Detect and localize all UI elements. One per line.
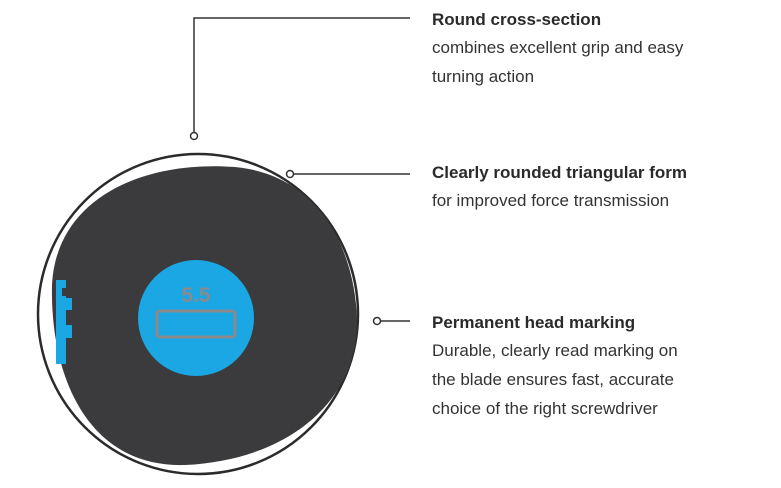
leader-dot-round-cross-section bbox=[189, 131, 199, 141]
callout-description-line: the blade ensures fast, accurate bbox=[432, 370, 674, 389]
leader-dot-head-marking bbox=[372, 316, 382, 326]
callout-description-line: choice of the right screwdriver bbox=[432, 399, 658, 418]
callout-head-marking: Permanent head marking Durable, clearly … bbox=[432, 310, 772, 423]
leader-dot-triangular-form bbox=[285, 169, 295, 179]
side-grip-mark-notch bbox=[62, 288, 66, 296]
head-marking-disc bbox=[138, 260, 254, 376]
leader-line-round-cross-section bbox=[193, 17, 410, 132]
marking-label-frame bbox=[155, 309, 237, 339]
callout-title: Clearly rounded triangular form bbox=[432, 163, 688, 182]
size-marking-text: 5.5 bbox=[181, 284, 211, 307]
callout-title: Permanent head marking bbox=[432, 313, 636, 332]
callout-title: Round cross-section bbox=[432, 10, 602, 29]
side-grip-marks bbox=[56, 280, 72, 364]
callout-description-line: for improved force transmission bbox=[432, 191, 670, 210]
callout-description-line: turning action bbox=[432, 67, 535, 86]
callout-triangular-form: Clearly rounded triangular form for impr… bbox=[432, 160, 772, 215]
callout-description-line: Durable, clearly read marking on bbox=[432, 341, 678, 360]
callout-round-cross-section: Round cross-section combines excellent g… bbox=[432, 7, 772, 91]
callout-description-line: combines excellent grip and easy bbox=[432, 38, 684, 57]
